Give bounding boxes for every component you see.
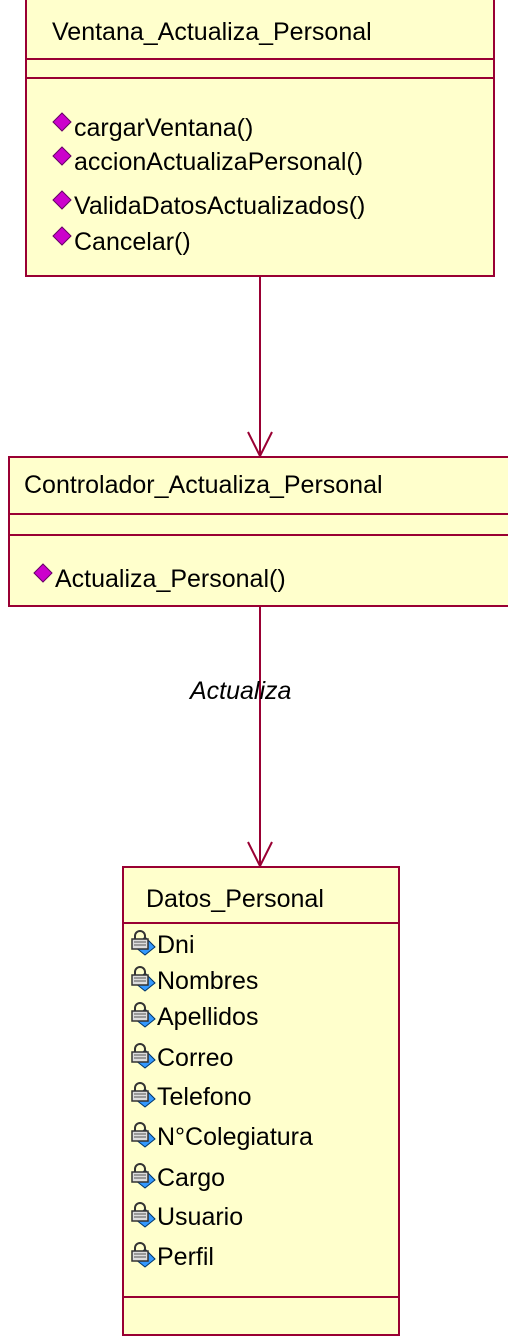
divider-attributes <box>124 922 398 924</box>
attribute-label: Cargo <box>157 1164 226 1192</box>
attribute-item[interactable]: Dni <box>130 930 195 960</box>
divider-operations <box>27 77 493 79</box>
class-name: Controlador_Actualiza_Personal <box>24 471 383 499</box>
divider-attributes <box>27 58 493 60</box>
attribute-item[interactable]: N°Colegiatura <box>130 1122 313 1152</box>
private-attribute-lock-icon <box>131 1043 156 1069</box>
operation-label: ValidaDatosActualizados() <box>74 192 366 220</box>
class-datos-personal[interactable]: Datos_Personal Dni Nombres Apellid <box>122 866 400 1336</box>
operation-item[interactable]: Cancelar() <box>51 226 191 257</box>
attribute-label: Usuario <box>157 1203 244 1231</box>
operation-label: Actualiza_Personal() <box>55 565 286 593</box>
attribute-item[interactable]: Usuario <box>130 1202 243 1232</box>
private-attribute-lock-icon <box>131 1002 156 1028</box>
association-label: Actualiza <box>190 677 292 705</box>
operation-label: cargarVentana() <box>74 114 254 142</box>
private-attribute-lock-icon <box>131 1242 156 1268</box>
attribute-label: Correo <box>157 1044 234 1072</box>
attribute-item[interactable]: Telefono <box>130 1082 252 1112</box>
attribute-label: N°Colegiatura <box>157 1123 313 1151</box>
public-operation-diamond-icon <box>52 112 72 132</box>
class-controlador-actualiza-personal[interactable]: Controlador_Actualiza_Personal Actualiza… <box>8 456 508 607</box>
attribute-item[interactable]: Apellidos <box>130 1002 258 1032</box>
attribute-label: Telefono <box>157 1083 252 1111</box>
operation-item[interactable]: accionActualizaPersonal() <box>51 146 364 177</box>
class-ventana-actualiza-personal[interactable]: Ventana_Actualiza_Personal cargarVentana… <box>25 0 495 277</box>
private-attribute-lock-icon <box>131 966 156 992</box>
public-operation-diamond-icon <box>52 226 72 246</box>
class-name: Datos_Personal <box>146 885 324 913</box>
attribute-label: Perfil <box>157 1243 214 1271</box>
operation-item[interactable]: Actualiza_Personal() <box>32 563 286 594</box>
attribute-label: Dni <box>157 931 195 959</box>
private-attribute-lock-icon <box>131 1122 156 1148</box>
private-attribute-lock-icon <box>131 1082 156 1108</box>
public-operation-diamond-icon <box>52 190 72 210</box>
divider-attributes <box>10 513 508 515</box>
attribute-label: Nombres <box>157 967 259 995</box>
divider-operations <box>124 1296 398 1298</box>
private-attribute-lock-icon <box>131 1163 156 1189</box>
class-name: Ventana_Actualiza_Personal <box>52 18 372 46</box>
attribute-item[interactable]: Cargo <box>130 1163 225 1193</box>
public-operation-diamond-icon <box>33 563 53 583</box>
attribute-item[interactable]: Correo <box>130 1043 233 1073</box>
operation-item[interactable]: ValidaDatosActualizados() <box>51 190 366 221</box>
attribute-item[interactable]: Perfil <box>130 1242 214 1272</box>
operation-item[interactable]: cargarVentana() <box>51 112 254 143</box>
attribute-label: Apellidos <box>157 1003 259 1031</box>
public-operation-diamond-icon <box>52 146 72 166</box>
attribute-item[interactable]: Nombres <box>130 966 258 996</box>
private-attribute-lock-icon <box>131 1202 156 1228</box>
divider-operations <box>10 534 508 536</box>
operation-label: accionActualizaPersonal() <box>74 148 364 176</box>
private-attribute-lock-icon <box>131 930 156 956</box>
operation-label: Cancelar() <box>74 228 191 256</box>
